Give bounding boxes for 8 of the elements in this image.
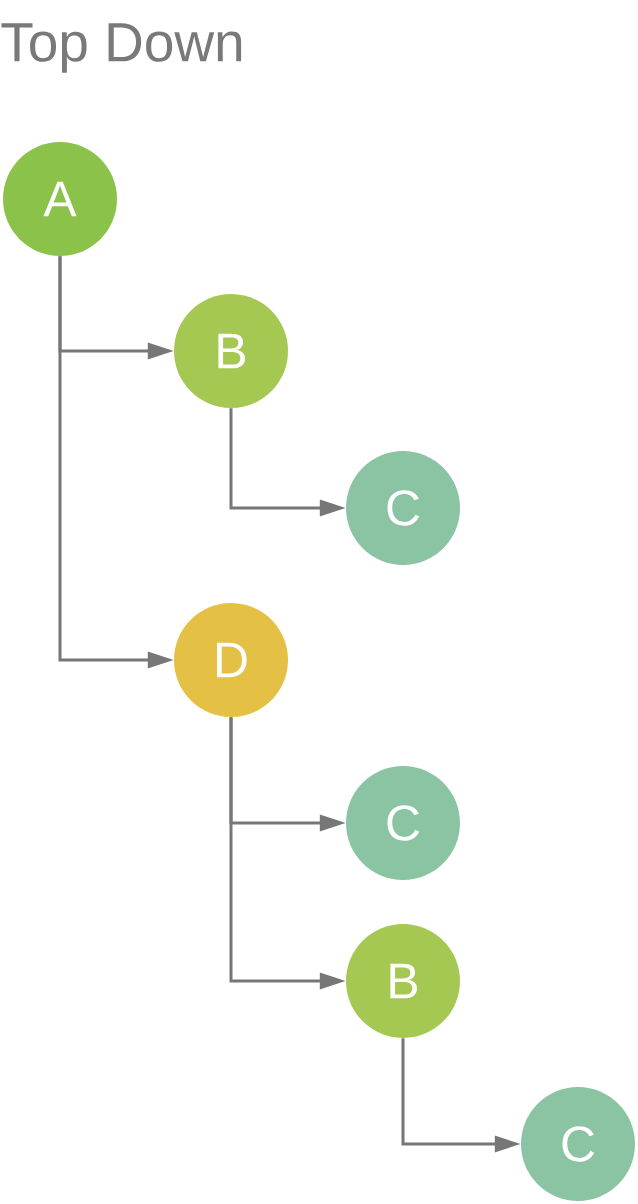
- circle-node: D: [174, 603, 288, 717]
- circle-node: A: [3, 142, 117, 256]
- circle-node: C: [346, 451, 460, 565]
- circle-node: B: [174, 294, 288, 408]
- circle-node: C: [521, 1087, 635, 1201]
- title: Top Down: [1, 23, 242, 73]
- circle-node: C: [346, 766, 460, 880]
- circle-node: B: [346, 924, 460, 1038]
